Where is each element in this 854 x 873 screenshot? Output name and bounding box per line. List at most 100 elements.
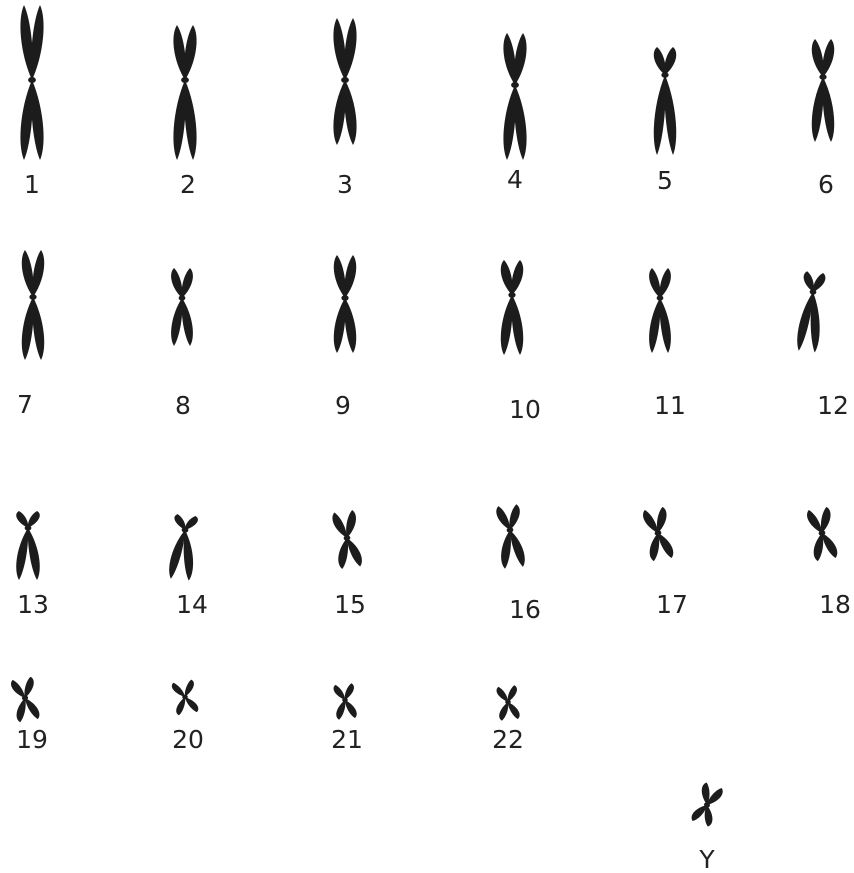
chromosome-11-q-arm-right	[660, 298, 671, 353]
chromosome-1-p-arm-left	[20, 5, 32, 80]
chromosome-15	[332, 510, 363, 570]
chromosome-2-q-arm-right	[184, 80, 196, 160]
chromosome-16-q-arm-right	[510, 529, 526, 568]
chromosome-3-centromere	[341, 77, 349, 83]
chromosome-8-q-arm-left	[171, 298, 182, 346]
chromosome-label: 14	[176, 590, 208, 619]
chromosome-13-q-arm-right	[28, 528, 40, 580]
chromosome-8-p-arm-right	[182, 268, 193, 298]
chromosome-8	[171, 268, 193, 346]
chromosome-label: 15	[334, 590, 366, 619]
chromosome-2-p-arm-left	[173, 25, 185, 80]
chromosome-3	[333, 18, 356, 145]
chromosome-19	[10, 676, 40, 722]
chromosome-15-q-arm-right	[347, 536, 363, 567]
chromosome-16	[496, 504, 526, 569]
chromosome-6	[812, 39, 834, 142]
chromosome-2-p-arm-right	[184, 25, 196, 80]
chromosome-12	[796, 271, 826, 353]
chromosome-22-q-arm-left	[498, 702, 510, 721]
chromosome-7-centromere	[29, 294, 36, 300]
chromosome-label: 8	[175, 391, 191, 420]
chromosome-9-q-arm-right	[344, 298, 356, 353]
chromosome-19-q-arm-right	[25, 696, 40, 721]
chromosome-8-p-arm-left	[171, 268, 182, 298]
chromosome-label: 1	[24, 170, 40, 199]
chromosome-20	[171, 679, 199, 715]
chromosome-9-p-arm-left	[334, 255, 346, 298]
chromosome-13-p-arm-left	[16, 511, 28, 528]
chromosome-Y	[690, 782, 724, 828]
chromosome-3-p-arm-right	[344, 18, 356, 80]
chromosome-15-p-arm-left	[332, 511, 348, 539]
chromosome-6-q-arm-left	[812, 77, 824, 142]
chromosome-9-centromere	[341, 295, 348, 301]
chromosome-label: 18	[819, 590, 851, 619]
chromosome-label: 5	[657, 166, 673, 195]
chromosome-9-p-arm-right	[344, 255, 356, 298]
chromosome-3-q-arm-right	[344, 80, 356, 145]
chromosome-label: 11	[654, 391, 686, 420]
chromosome-4-p-arm-left	[503, 33, 515, 85]
chromosome-10-centromere	[508, 292, 515, 298]
chromosome-13-p-arm-right	[28, 511, 40, 528]
chromosome-1-q-arm-left	[20, 80, 32, 160]
chromosome-5	[654, 47, 676, 155]
chromosome-4-q-arm-right	[514, 85, 526, 160]
chromosome-9	[334, 255, 356, 353]
chromosome-6-p-arm-left	[812, 39, 824, 77]
chromosome-4-centromere	[511, 82, 519, 88]
chromosome-14-q-arm-left	[168, 529, 185, 580]
chromosome-10-q-arm-right	[511, 295, 523, 355]
chromosome-label: 9	[335, 391, 351, 420]
chromosome-2	[173, 25, 196, 160]
chromosome-22-q-arm-right	[508, 701, 520, 720]
chromosome-11-p-arm-right	[660, 268, 671, 298]
chromosome-label: Y	[698, 845, 715, 873]
chromosome-11-centromere	[657, 295, 664, 300]
chromosome-7	[22, 250, 44, 360]
chromosome-4-p-arm-right	[514, 33, 526, 85]
chromosome-6-q-arm-right	[822, 77, 834, 142]
chromosome-label: 3	[337, 170, 353, 199]
chromosome-20-p-arm-right	[182, 679, 196, 697]
chromosome-6-centromere	[819, 74, 826, 80]
chromosome-label: 22	[492, 725, 524, 754]
chromosome-11	[649, 268, 671, 353]
chromosome-2-q-arm-left	[173, 80, 185, 160]
chromosome-7-q-arm-left	[22, 297, 34, 360]
chromosome-10	[501, 260, 523, 355]
chromosome-8-q-arm-right	[182, 298, 193, 346]
chromosome-label: 21	[331, 725, 363, 754]
chromosome-3-p-arm-left	[333, 18, 345, 80]
chromosome-18	[806, 506, 838, 561]
chromosome-4	[503, 33, 526, 160]
chromosome-21-p-arm-right	[343, 683, 355, 700]
chromosome-22-p-arm-right	[506, 685, 518, 702]
chromosome-10-p-arm-right	[511, 260, 523, 295]
chromosome-label: 13	[17, 590, 49, 619]
chromosome-6-p-arm-right	[822, 39, 834, 77]
chromosome-label: 10	[509, 395, 541, 424]
chromosome-1-p-arm-right	[31, 5, 43, 80]
chromosome-label: 6	[818, 170, 834, 199]
chromosome-label: 19	[16, 725, 48, 754]
chromosome-3-q-arm-left	[333, 80, 345, 145]
chromosome-4-q-arm-left	[503, 85, 515, 160]
chromosome-17	[642, 506, 674, 561]
chromosome-17-q-arm-right	[658, 531, 674, 560]
chromosome-label: 2	[180, 170, 196, 199]
chromosome-7-p-arm-left	[22, 250, 34, 297]
chromosome-1	[20, 5, 43, 160]
chromosome-21-q-arm-left	[335, 700, 347, 720]
chromosome-label: 4	[507, 165, 523, 194]
chromosome-14	[168, 514, 198, 581]
chromosome-22	[496, 685, 520, 721]
chromosome-label: 16	[509, 595, 541, 624]
chromosome-5-p-arm-right	[664, 47, 676, 75]
chromosome-9-q-arm-left	[334, 298, 346, 353]
chromosome-11-p-arm-left	[649, 268, 660, 298]
chromosome-21	[333, 683, 357, 720]
chromosome-13-q-arm-left	[16, 528, 28, 580]
